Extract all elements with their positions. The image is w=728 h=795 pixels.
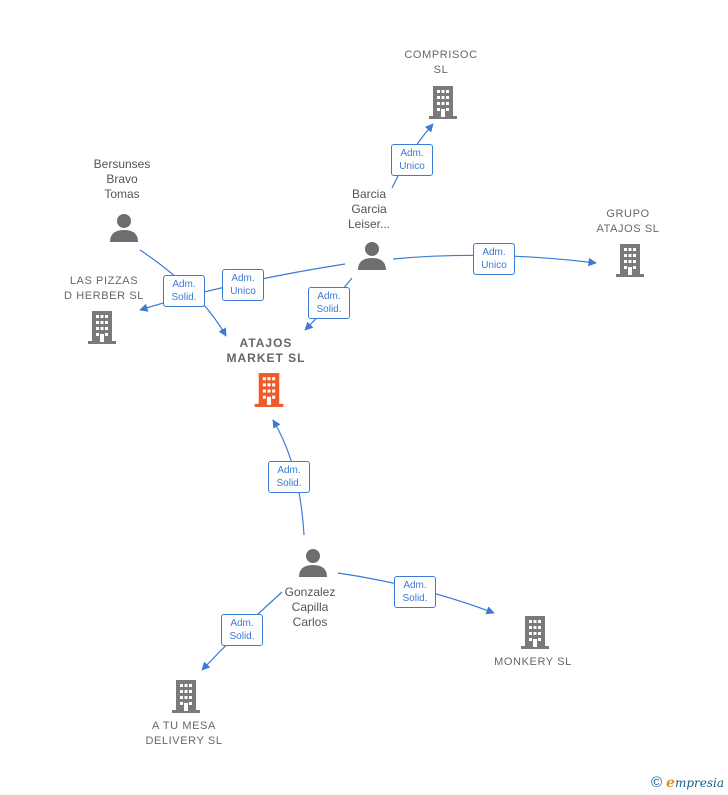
edge-label-barcia-atajos[interactable]: Adm. Solid. <box>308 287 350 319</box>
building-icon-comprisoc[interactable] <box>427 84 459 120</box>
building-icon-las-pizzas[interactable] <box>86 309 118 345</box>
edge-label-gonzalez-monkery[interactable]: Adm. Solid. <box>394 576 436 608</box>
building-icon-atajos-market[interactable] <box>252 371 286 408</box>
building-icon-a-tu-mesa[interactable] <box>170 678 202 714</box>
person-icon-barcia[interactable] <box>356 240 388 272</box>
node-comprisoc-label[interactable]: COMPRISOC SL <box>404 49 478 76</box>
node-atajos-market-label[interactable]: ATAJOS MARKET SL <box>226 336 306 365</box>
edge-label-bersunses-atajos[interactable]: Adm. Solid. <box>163 275 205 307</box>
copyright-icon: © <box>650 774 663 791</box>
brand-logo: empresia <box>666 774 724 791</box>
person-icon-gonzalez[interactable] <box>297 547 329 579</box>
edge-label-barcia-laspizzas[interactable]: Adm. Unico <box>222 269 264 301</box>
node-las-pizzas-label[interactable]: LAS PIZZAS D HERBER SL <box>64 275 144 302</box>
node-grupo-atajos-label[interactable]: GRUPO ATAJOS SL <box>596 208 660 235</box>
node-gonzalez-label[interactable]: Gonzalez Capilla Carlos <box>284 585 336 629</box>
edge-label-gonzalez-atajos[interactable]: Adm. Solid. <box>268 461 310 493</box>
edge-label-gonzalez-atumesa[interactable]: Adm. Solid. <box>221 614 263 646</box>
footer-brand[interactable]: © empresia <box>651 774 724 791</box>
person-icon-bersunses[interactable] <box>108 212 140 244</box>
node-a-tu-mesa-label[interactable]: A TU MESA DELIVERY SL <box>145 720 223 747</box>
node-monkery-label[interactable]: MONKERY SL <box>494 656 572 668</box>
building-icon-monkery[interactable] <box>519 614 551 650</box>
node-bersunses-label[interactable]: Bersunses Bravo Tomas <box>93 157 151 201</box>
edge-label-barcia-comprisoc[interactable]: Adm. Unico <box>391 144 433 176</box>
node-barcia-label[interactable]: Barcia Garcia Leiser... <box>347 187 391 231</box>
building-icon-grupo-atajos[interactable] <box>614 242 646 278</box>
edge-label-barcia-grupo[interactable]: Adm. Unico <box>473 243 515 275</box>
